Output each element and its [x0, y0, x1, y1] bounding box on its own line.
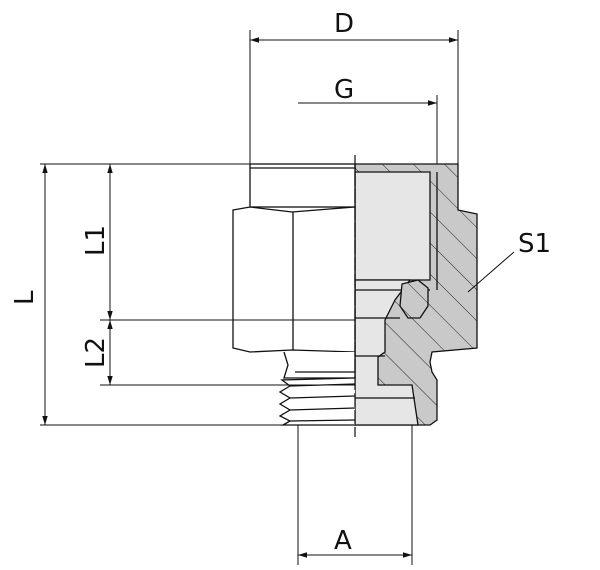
label-S1: S1 — [518, 229, 551, 259]
neck — [283, 351, 356, 379]
seal-ring — [399, 279, 429, 319]
label-G: G — [334, 75, 354, 105]
bore-step — [354, 279, 419, 426]
label-A: A — [334, 526, 352, 556]
label-L: L — [10, 290, 40, 305]
bore-cavity — [354, 171, 431, 281]
collar — [249, 163, 356, 208]
label-L2: L2 — [81, 337, 111, 368]
thread — [278, 377, 356, 426]
label-D: D — [334, 9, 354, 39]
label-L1: L1 — [81, 225, 111, 256]
hex-nut — [232, 206, 356, 353]
leader-S1 — [467, 251, 515, 293]
